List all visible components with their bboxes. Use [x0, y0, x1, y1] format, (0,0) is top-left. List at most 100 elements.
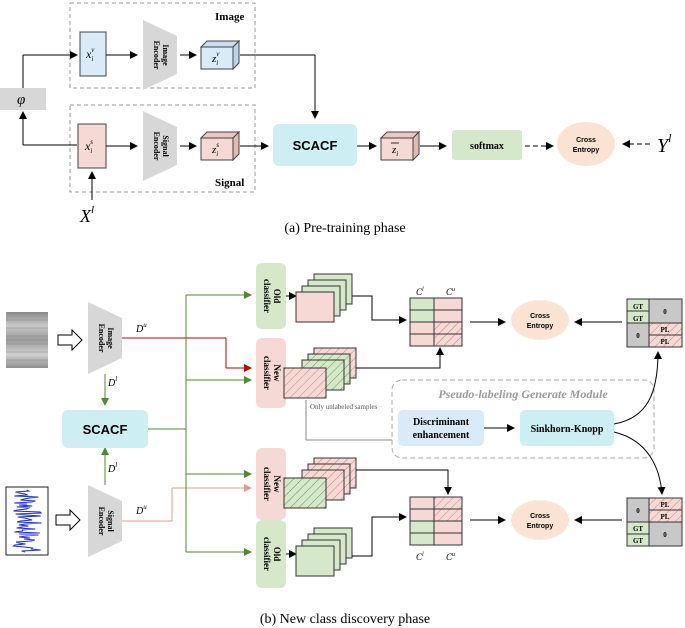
- c-u-bottom-letter: C: [446, 552, 453, 562]
- phi-box: [0, 88, 46, 110]
- svg-text:Du: Du: [135, 321, 147, 335]
- svg-text:xiv: xiv: [85, 46, 95, 63]
- z-signal-block: [200, 137, 234, 161]
- x-signal-sup: s: [90, 138, 93, 146]
- svg-text:xis: xis: [84, 138, 93, 155]
- x-image-sup: v: [91, 46, 95, 54]
- old-classifier-bottom-line2: classifier: [262, 537, 272, 571]
- pl-bottom-2: PL: [661, 513, 670, 521]
- cross-entropy-circle-a: [557, 122, 615, 166]
- x-signal-letter: x: [84, 139, 91, 153]
- svg-text:Xl: Xl: [79, 204, 94, 226]
- svg-text:Cl: Cl: [416, 552, 424, 562]
- feature-stack-new-bottom: [283, 457, 357, 509]
- feature-stack-new-top: [283, 347, 357, 399]
- signal-encoder-b-line2: Encoder: [97, 507, 106, 536]
- new-classifier-bottom-line2: classifier: [262, 467, 272, 501]
- signal-waveform: [12, 489, 43, 553]
- sinkhorn-label: Sinkhorn-Knopp: [531, 424, 604, 435]
- pl-bottom-1: PL: [661, 501, 670, 509]
- y-l-letter: Y: [657, 135, 670, 157]
- new-classifier-bottom-line1: New: [272, 476, 282, 493]
- svg-text:Oldclassifier: Oldclassifier: [262, 537, 282, 571]
- z-bar-letter: z: [391, 144, 397, 156]
- signal-encoder-a-line2: Encoder: [152, 132, 161, 161]
- new-classifier-top: [256, 338, 286, 408]
- cross-entropy-top-line2: Entropy: [527, 323, 554, 330]
- svg-text:Cl: Cl: [416, 287, 424, 297]
- gt-top-1: GT: [633, 303, 643, 311]
- image-encoder-a-line2: Encoder: [152, 41, 161, 70]
- zero-bottom-right: 0: [663, 531, 667, 539]
- c-matrix-bottom: [409, 496, 463, 546]
- old-classifier-top-line2: classifier: [262, 279, 272, 313]
- d-l-bottom-letter: D: [107, 464, 116, 475]
- new-classifier-top-line2: classifier: [262, 356, 272, 390]
- scacf-label-a: SCACF: [293, 138, 338, 153]
- z-image-sub: i: [216, 59, 218, 67]
- scacf-box-a: [273, 124, 357, 166]
- input-image-thumbnail: [6, 312, 48, 368]
- d-l-bottom-sup: l: [115, 461, 117, 469]
- z-signal-sup: s: [216, 141, 219, 149]
- zero-top-left: 0: [636, 332, 640, 340]
- svg-text:zis: zis: [211, 141, 219, 158]
- signal-encoder-shape-a: [143, 111, 177, 181]
- pl-top-2: PL: [661, 338, 670, 346]
- d-u-top-letter: D: [135, 324, 144, 335]
- cross-entropy-bottom-line2: Entropy: [527, 523, 554, 530]
- x-signal-box: [77, 123, 107, 169]
- svg-text:ziv: ziv: [211, 50, 220, 67]
- new-classifier-bottom: [256, 448, 286, 520]
- old-classifier-top-line1: Old: [272, 289, 282, 304]
- svg-text:SignalEncoder: SignalEncoder: [97, 507, 115, 536]
- scacf-label-b: SCACF: [83, 422, 128, 437]
- old-classifier-bottom: [256, 520, 286, 588]
- new-classifier-top-line1: New: [272, 365, 282, 382]
- sinkhorn-box: [520, 410, 614, 446]
- cross-entropy-bottom-line1: Cross: [530, 513, 550, 520]
- phi-symbol: φ: [17, 92, 25, 108]
- c-l-top-sup: l: [422, 287, 424, 293]
- z-signal-letter: z: [211, 144, 217, 156]
- d-l-top-letter: D: [107, 378, 116, 389]
- old-classifier-top: [256, 263, 286, 329]
- svg-text:Newclassifier: Newclassifier: [262, 467, 282, 501]
- label-matrix-top: [626, 298, 683, 348]
- c-u-top-letter: C: [446, 287, 453, 297]
- caption-b: (b) New class discovery phase: [260, 612, 430, 627]
- svg-text:ImageEncoder: ImageEncoder: [97, 324, 115, 353]
- d-l-top-sup: l: [115, 375, 117, 383]
- cross-entropy-circle-top: [511, 300, 569, 340]
- hollow-arrow-image: [57, 328, 83, 352]
- cross-entropy-circle-bottom: [511, 500, 569, 540]
- z-bar-sub: i: [396, 150, 398, 158]
- label-matrix-bottom: [626, 497, 683, 547]
- c-l-bottom-sup: l: [422, 552, 424, 558]
- input-signal-plot: [5, 486, 49, 556]
- d-u-bottom-sup: u: [143, 503, 147, 511]
- caption-a: (a) Pre-training phase: [284, 221, 405, 236]
- z-image-block: [200, 46, 234, 70]
- z-signal-sub: i: [216, 150, 218, 158]
- discriminant-line1: Discriminant: [413, 417, 470, 428]
- pseudo-module-title: Pseudo-labeling Generate Module: [438, 387, 608, 401]
- svg-text:zi: zi: [391, 144, 398, 158]
- signal-branch-label: Signal: [215, 177, 244, 189]
- d-u-top-sup: u: [143, 321, 147, 329]
- cross-entropy-a-line1: Cross: [576, 137, 596, 144]
- gt-bottom-1: GT: [633, 525, 643, 533]
- feature-stack-old-top: [295, 273, 353, 323]
- pl-top-1: PL: [661, 326, 670, 334]
- discriminant-line2: enhancement: [413, 430, 470, 441]
- x-image-sub: i: [91, 55, 93, 63]
- zero-bottom-left: 0: [636, 507, 640, 515]
- hollow-arrow-signal: [55, 508, 81, 532]
- svg-text:Du: Du: [135, 503, 147, 517]
- c-l-top-letter: C: [416, 287, 423, 297]
- x-image-box: [79, 31, 107, 77]
- d-u-bottom-letter: D: [135, 506, 144, 517]
